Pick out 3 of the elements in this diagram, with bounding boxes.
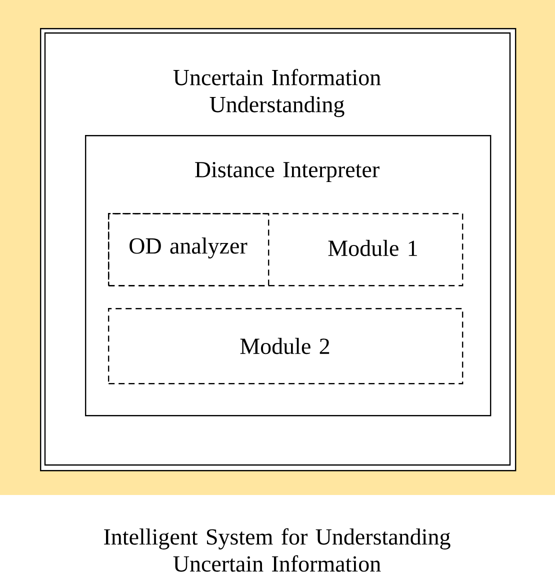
- module-box: OD analyzer: [108, 213, 270, 286]
- module-box: Module 2: [108, 308, 464, 384]
- caption: Intelligent System for Understanding Uncertain Information: [104, 528, 450, 572]
